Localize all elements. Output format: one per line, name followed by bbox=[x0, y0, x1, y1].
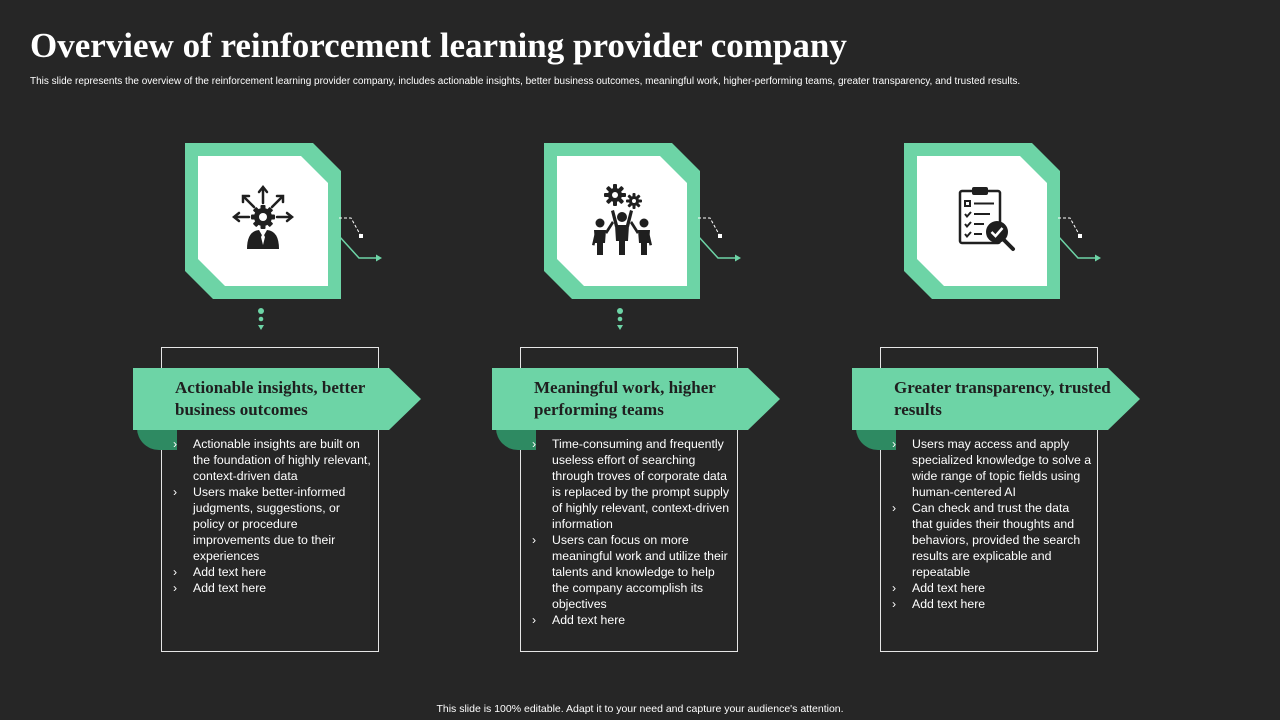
slide-subtitle: This slide represents the overview of th… bbox=[30, 76, 1021, 87]
list-item: ›Add text here bbox=[532, 613, 626, 627]
bullet-chevron: › bbox=[173, 437, 178, 451]
list-item: ›Users can focus on more meaningful work… bbox=[532, 533, 728, 611]
list-item: ›Add text here bbox=[892, 581, 986, 595]
bullet-chevron: › bbox=[173, 565, 178, 579]
column-heading: Meaningful work, higher performing teams bbox=[534, 378, 716, 419]
connector-arrow bbox=[698, 217, 741, 262]
team-gears-icon bbox=[592, 184, 652, 255]
list-item: ›Add text here bbox=[173, 565, 267, 579]
column-heading: Greater transparency, trusted results bbox=[894, 378, 1111, 419]
list-item: ›Add text here bbox=[173, 581, 267, 595]
feature-column-1: Actionable insights, better business out… bbox=[133, 140, 461, 660]
heading-banner bbox=[133, 368, 421, 430]
connector-arrow bbox=[339, 217, 382, 262]
bullet-list: ›Time-consuming and frequently useless e… bbox=[532, 436, 732, 628]
list-item: ›Can check and trust the data that guide… bbox=[892, 501, 1081, 579]
bullet-chevron: › bbox=[892, 501, 897, 515]
bullet-chevron: › bbox=[532, 613, 537, 627]
list-item: ›Add text here bbox=[892, 597, 986, 611]
heading-banner bbox=[852, 368, 1140, 430]
bullet-list: ›Actionable insights are built on the fo… bbox=[173, 436, 373, 596]
heading-banner bbox=[492, 368, 780, 430]
bullet-chevron: › bbox=[892, 581, 897, 595]
bullet-chevron: › bbox=[892, 437, 897, 451]
dotted-connector bbox=[258, 308, 264, 330]
icon-frame bbox=[185, 143, 341, 299]
bullet-chevron: › bbox=[173, 485, 178, 499]
clipboard-check-icon bbox=[958, 187, 1015, 251]
connector-arrow bbox=[1058, 217, 1101, 262]
bullet-chevron: › bbox=[892, 597, 897, 611]
bullet-chevron: › bbox=[532, 437, 537, 451]
slide-title: Overview of reinforcement learning provi… bbox=[30, 26, 847, 65]
businessman-gear-arrows-icon bbox=[231, 184, 295, 249]
feature-column-2: Meaningful work, higher performing teams… bbox=[492, 140, 820, 660]
bullet-chevron: › bbox=[532, 533, 537, 547]
bullet-list: ›Users may access and apply specialized … bbox=[892, 436, 1092, 612]
list-item: ›Actionable insights are built on the fo… bbox=[173, 437, 371, 483]
dotted-connector bbox=[617, 308, 623, 330]
slide-footer: This slide is 100% editable. Adapt it to… bbox=[436, 703, 844, 715]
feature-column-3: Greater transparency, trusted results ›U… bbox=[852, 140, 1180, 660]
icon-frame bbox=[904, 143, 1060, 299]
list-item: ›Users make better-informed judgments, s… bbox=[173, 485, 346, 563]
list-item: ›Time-consuming and frequently useless e… bbox=[532, 437, 730, 531]
icon-frame bbox=[544, 143, 700, 299]
bullet-chevron: › bbox=[173, 581, 178, 595]
column-heading: Actionable insights, better business out… bbox=[175, 378, 365, 419]
list-item: ›Users may access and apply specialized … bbox=[892, 437, 1092, 499]
